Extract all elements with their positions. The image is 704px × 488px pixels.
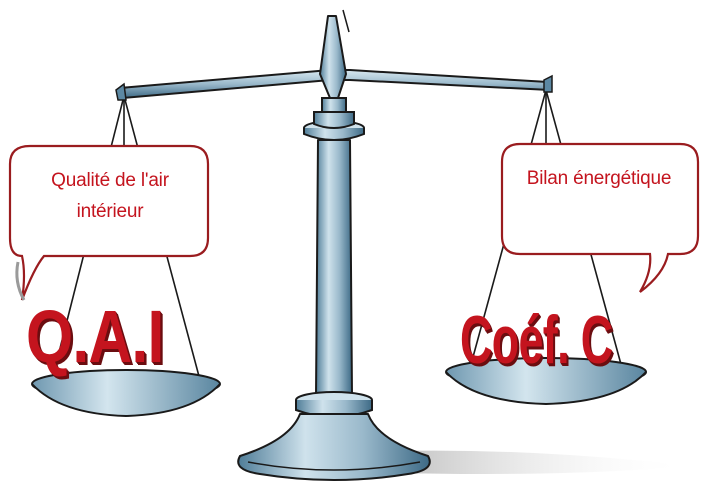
left-bubble-text: Qualité de l'air intérieur <box>51 170 169 222</box>
right-weight-label: Coéf. C <box>460 302 613 378</box>
balance-base <box>237 413 431 481</box>
right-bubble-text: Bilan énergétique <box>526 168 672 189</box>
left-speech-bubble <box>8 144 210 301</box>
left-weight-label: Q.A.I <box>26 295 164 378</box>
balance-pointer <box>319 15 347 99</box>
ground-shadow <box>360 450 690 474</box>
right-speech-bubble <box>500 142 700 293</box>
balance-column <box>315 139 353 397</box>
